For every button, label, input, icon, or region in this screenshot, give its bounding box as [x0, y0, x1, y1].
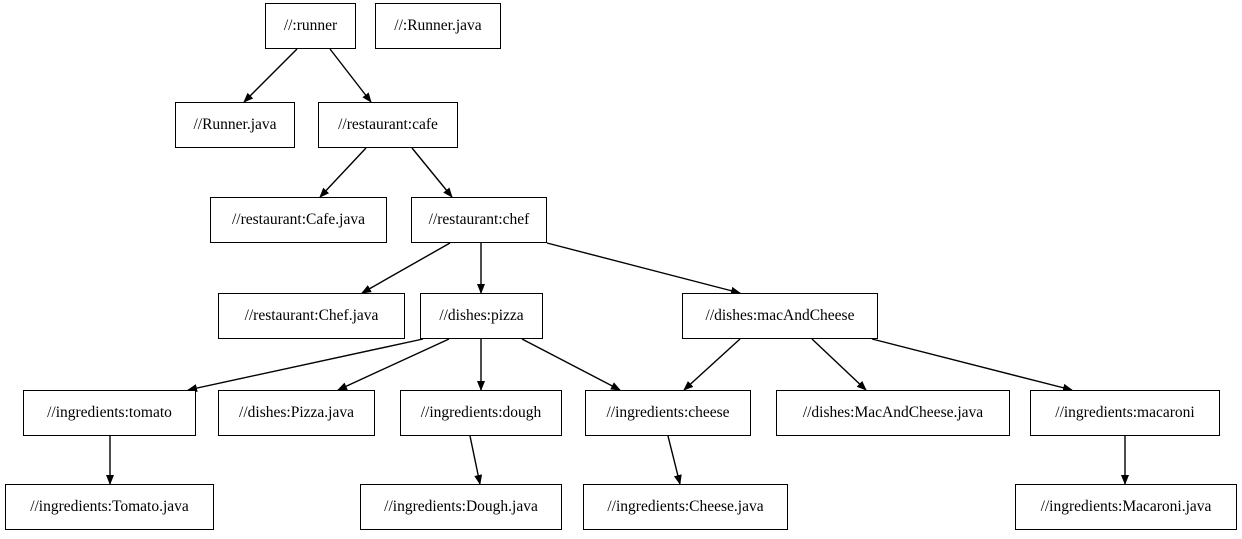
graph-node-ing_dough[interactable]: //ingredients:dough	[400, 390, 562, 436]
graph-node-ing_cheese_java[interactable]: //ingredients:Cheese.java	[583, 484, 788, 530]
graph-node-restaurant_cafe_java[interactable]: //restaurant:Cafe.java	[210, 197, 387, 243]
graph-node-restaurant_cafe[interactable]: //restaurant:cafe	[318, 102, 458, 148]
graph-node-label: //restaurant:Cafe.java	[232, 211, 365, 229]
edge-dishes_pizza-to-ing_tomato	[187, 338, 424, 393]
graph-node-label: //ingredients:Tomato.java	[30, 498, 189, 516]
graph-node-label: //dishes:macAndCheese	[705, 307, 855, 325]
graph-node-runner[interactable]: //:runner	[265, 3, 356, 49]
edge-dishes_pizza-to-ing_cheese	[521, 338, 621, 391]
graph-node-label: //Runner.java	[193, 116, 277, 134]
graph-node-runner_java_root[interactable]: //:Runner.java	[375, 3, 501, 49]
graph-node-label: //:runner	[283, 17, 338, 35]
edge-restaurant_cafe-to-restaurant_cafe_java	[319, 147, 367, 198]
edge-restaurant_chef-to-restaurant_chef_java	[361, 242, 451, 294]
graph-node-label: //ingredients:tomato	[47, 404, 172, 422]
edge-runner-to-restaurant_cafe	[329, 48, 372, 103]
graph-node-ing_macaroni_java[interactable]: //ingredients:Macaroni.java	[1015, 484, 1237, 530]
graph-node-label: //ingredients:cheese	[606, 404, 730, 422]
graph-node-restaurant_chef_java[interactable]: //restaurant:Chef.java	[218, 293, 405, 339]
graph-node-ing_tomato[interactable]: //ingredients:tomato	[23, 390, 196, 436]
graph-node-label: //ingredients:dough	[420, 404, 542, 422]
graph-node-label: //ingredients:macaroni	[1055, 404, 1195, 422]
graph-node-label: //dishes:Pizza.java	[239, 404, 354, 422]
edge-ing_cheese-to-ing_cheese_java	[667, 435, 682, 485]
edge-dishes_macandcheese-to-ing_macaroni	[871, 338, 1073, 392]
graph-node-label: //restaurant:cafe	[338, 116, 438, 134]
graph-node-label: //:Runner.java	[394, 17, 482, 35]
graph-node-label: //ingredients:Cheese.java	[607, 498, 764, 516]
edge-restaurant_chef-to-dishes_macandcheese	[546, 242, 741, 295]
graph-node-restaurant_chef[interactable]: //restaurant:chef	[411, 197, 547, 243]
edge-dishes_pizza-to-dishes_pizza_java	[337, 338, 450, 391]
graph-node-ing_cheese[interactable]: //ingredients:cheese	[585, 390, 751, 436]
graph-node-label: //dishes:pizza	[439, 307, 524, 325]
graph-node-ing_macaroni[interactable]: //ingredients:macaroni	[1030, 390, 1220, 436]
graph-node-dishes_pizza_java[interactable]: //dishes:Pizza.java	[218, 390, 375, 436]
edge-dishes_macandcheese-to-dishes_mac_java	[811, 338, 867, 391]
graph-node-dishes_macandcheese[interactable]: //dishes:macAndCheese	[682, 293, 878, 339]
graph-node-label: //restaurant:Chef.java	[244, 307, 379, 325]
graph-node-dishes_mac_java[interactable]: //dishes:MacAndCheese.java	[776, 390, 1010, 436]
edge-dishes_macandcheese-to-ing_cheese	[683, 338, 741, 391]
graph-node-label: //restaurant:chef	[428, 211, 530, 229]
graph-node-label: //ingredients:Dough.java	[384, 498, 538, 516]
graph-node-label: //dishes:MacAndCheese.java	[802, 404, 984, 422]
edge-restaurant_cafe-to-restaurant_chef	[411, 147, 453, 198]
graph-node-runner_java[interactable]: //Runner.java	[175, 102, 295, 148]
edge-runner-to-runner_java	[243, 48, 298, 103]
graph-node-dishes_pizza[interactable]: //dishes:pizza	[420, 293, 543, 339]
graph-node-label: //ingredients:Macaroni.java	[1040, 498, 1212, 516]
graph-node-ing_tomato_java[interactable]: //ingredients:Tomato.java	[5, 484, 214, 530]
edge-ing_dough-to-ing_dough_java	[469, 435, 483, 485]
graph-node-ing_dough_java[interactable]: //ingredients:Dough.java	[360, 484, 562, 530]
